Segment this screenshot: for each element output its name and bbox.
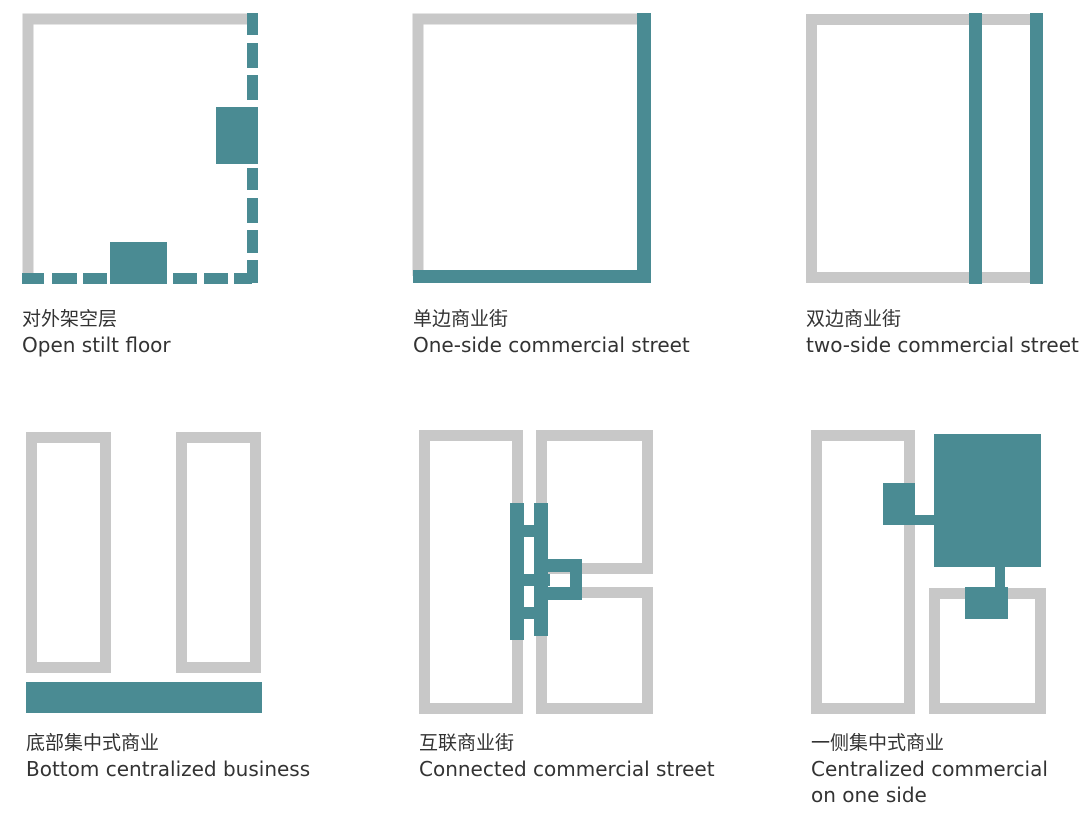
building-outline [412, 13, 641, 276]
commercial-street [969, 13, 982, 284]
commercial-block [883, 483, 915, 525]
stilt-segment [173, 273, 197, 284]
stilt-segment [247, 13, 258, 35]
label-en: two-side commercial street [806, 332, 1079, 357]
stilt-segment [83, 273, 107, 284]
stilt-segment [22, 273, 44, 284]
caption-one-side-street: 单边商业街 One-side commercial street [413, 307, 690, 358]
label-zh: 双边商业街 [806, 308, 902, 330]
commercial-podium [26, 682, 262, 713]
commercial-street [637, 13, 651, 283]
diagram-two-side-street [806, 13, 1043, 284]
diagram-connected-street [419, 430, 653, 714]
commercial-street [1030, 13, 1043, 284]
stilt-segment [234, 273, 252, 284]
stilt-segment [247, 168, 258, 190]
caption-centralized-one-side: 一侧集中式商业 Centralized commercial on one si… [811, 731, 1048, 808]
building-outline [419, 430, 523, 714]
label-zh: 对外架空层 [22, 308, 118, 330]
label-en: One-side commercial street [413, 332, 690, 357]
building-outline [806, 14, 1041, 283]
stilt-segment [247, 75, 258, 100]
commercial-link [912, 515, 938, 525]
stilt-segment [247, 198, 258, 223]
label-zh: 单边商业街 [413, 308, 509, 330]
commercial-block [216, 107, 258, 164]
label-en: Centralized commercial on one side [811, 756, 1048, 807]
diagram-open-stilt-floor [22, 13, 258, 284]
label-en: Connected commercial street [419, 756, 715, 781]
stilt-segment [247, 43, 258, 68]
stilt-segment [204, 273, 228, 284]
connector-street [570, 559, 582, 600]
stilt-segment [52, 273, 77, 284]
caption-bottom-centralized: 底部集中式商业 Bottom centralized business [26, 731, 310, 782]
building-outline [536, 430, 653, 574]
stilt-segment [247, 230, 258, 253]
building-outline [811, 430, 915, 714]
connector-street [517, 607, 541, 619]
label-en: Open stilt floor [22, 332, 171, 357]
commercial-block [110, 242, 167, 284]
connector-street [517, 525, 541, 537]
label-en: Bottom centralized business [26, 756, 311, 781]
label-zh: 一侧集中式商业 [811, 732, 945, 754]
caption-open-stilt-floor: 对外架空层 Open stilt floor [22, 307, 171, 358]
commercial-block [965, 587, 1008, 619]
caption-connected-street: 互联商业街 Connected commercial street [419, 731, 715, 782]
label-zh: 互联商业街 [419, 732, 515, 754]
label-zh: 底部集中式商业 [26, 732, 160, 754]
caption-two-side-street: 双边商业街 two-side commercial street [806, 307, 1079, 358]
building-outline [176, 432, 261, 673]
diagram-one-side-street [412, 13, 651, 283]
building-outline [26, 432, 111, 673]
connector-street [520, 574, 550, 586]
stilt-segment [247, 260, 258, 283]
connector-street [510, 503, 524, 640]
commercial-link [995, 563, 1005, 591]
diagram-bottom-centralized [26, 432, 262, 713]
commercial-street [413, 270, 651, 283]
diagram-centralized-one-side [811, 430, 1046, 714]
building-outline [22, 13, 252, 278]
commercial-block [934, 434, 1041, 567]
building-outline [536, 587, 653, 714]
